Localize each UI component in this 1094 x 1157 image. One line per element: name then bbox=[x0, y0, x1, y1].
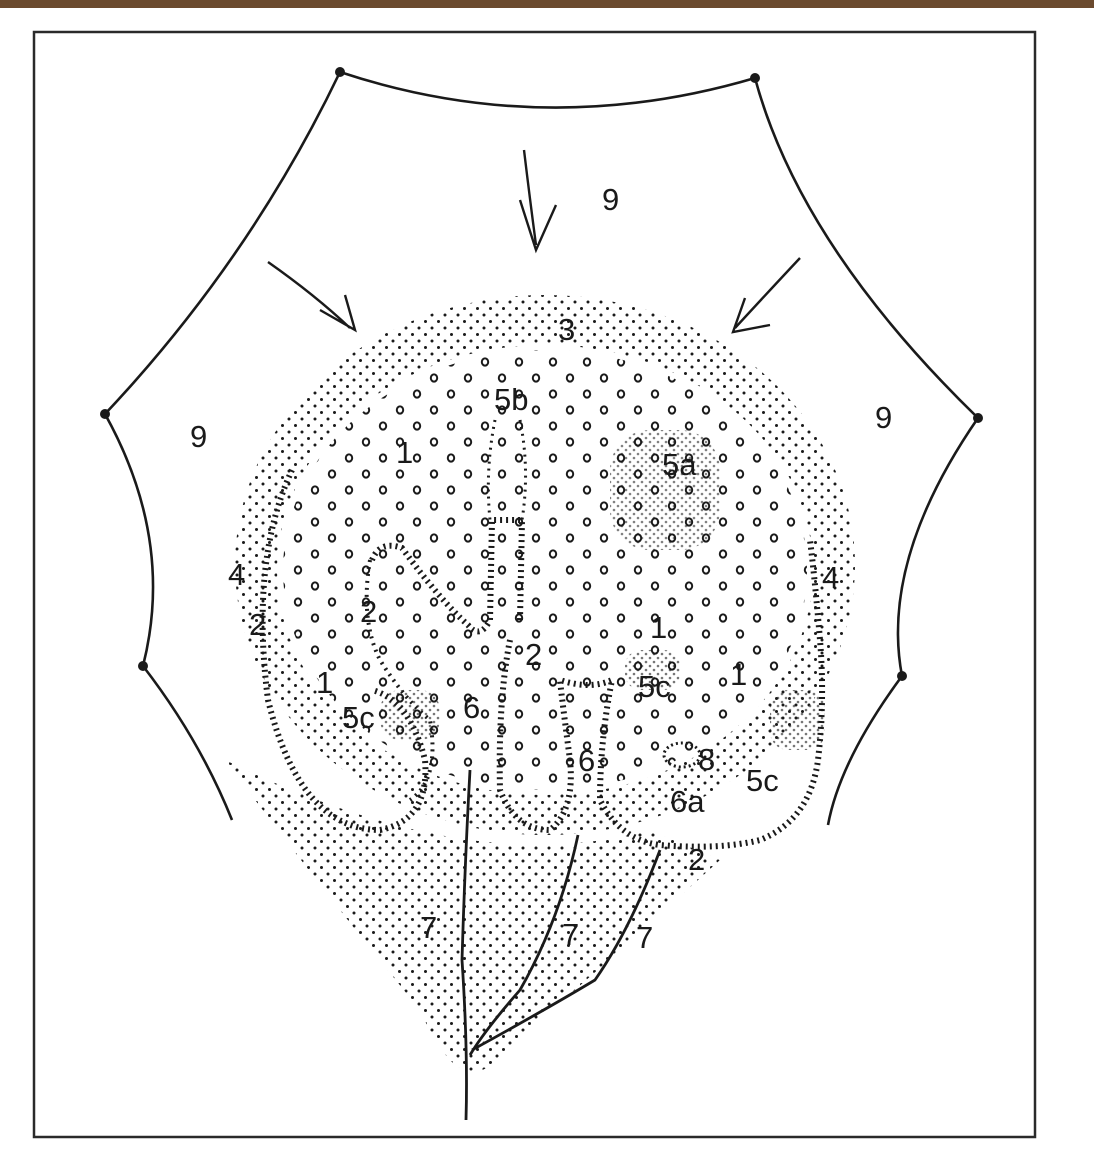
label-6a: 6a bbox=[670, 784, 705, 819]
label-5c-mid: 5c bbox=[638, 669, 671, 704]
label-1-mid: 1 bbox=[650, 610, 667, 645]
label-5a: 5a bbox=[662, 447, 697, 482]
arrow-top bbox=[520, 150, 556, 250]
vertex-dot bbox=[897, 671, 907, 681]
label-9-left: 9 bbox=[190, 419, 207, 454]
label-7-left: 7 bbox=[420, 910, 437, 945]
label-5b: 5b bbox=[494, 382, 528, 417]
label-7-right: 7 bbox=[636, 920, 653, 955]
vertex-dot bbox=[138, 661, 148, 671]
label-4-right: 4 bbox=[822, 560, 839, 595]
label-3: 3 bbox=[558, 312, 575, 347]
label-4-left: 4 bbox=[228, 557, 245, 592]
stipple-5c-left bbox=[380, 690, 440, 740]
label-5c-right: 5c bbox=[746, 763, 779, 798]
label-1-left: 1 bbox=[316, 665, 333, 700]
vertex-dot bbox=[750, 73, 760, 83]
label-2-bottom: 2 bbox=[688, 842, 705, 877]
arrow-left bbox=[268, 262, 355, 330]
vertex-dot bbox=[335, 67, 345, 77]
label-2-center: 2 bbox=[525, 637, 542, 672]
label-7-mid: 7 bbox=[562, 917, 579, 952]
label-2-left: 2 bbox=[360, 594, 377, 629]
label-2-far-left: 2 bbox=[249, 607, 266, 642]
vertex-dot bbox=[100, 409, 110, 419]
vertex-dot bbox=[973, 413, 983, 423]
label-1-right: 1 bbox=[730, 657, 747, 692]
label-1-upper: 1 bbox=[396, 435, 413, 470]
label-5c-left: 5c bbox=[342, 700, 375, 735]
stipple-5c-right bbox=[770, 690, 825, 750]
arrow-right bbox=[733, 258, 800, 332]
label-8: 8 bbox=[698, 742, 715, 777]
label-9-top: 9 bbox=[602, 182, 619, 217]
label-9-right: 9 bbox=[875, 400, 892, 435]
label-6-center: 6 bbox=[463, 690, 480, 725]
label-6-lower: 6 bbox=[578, 743, 595, 778]
